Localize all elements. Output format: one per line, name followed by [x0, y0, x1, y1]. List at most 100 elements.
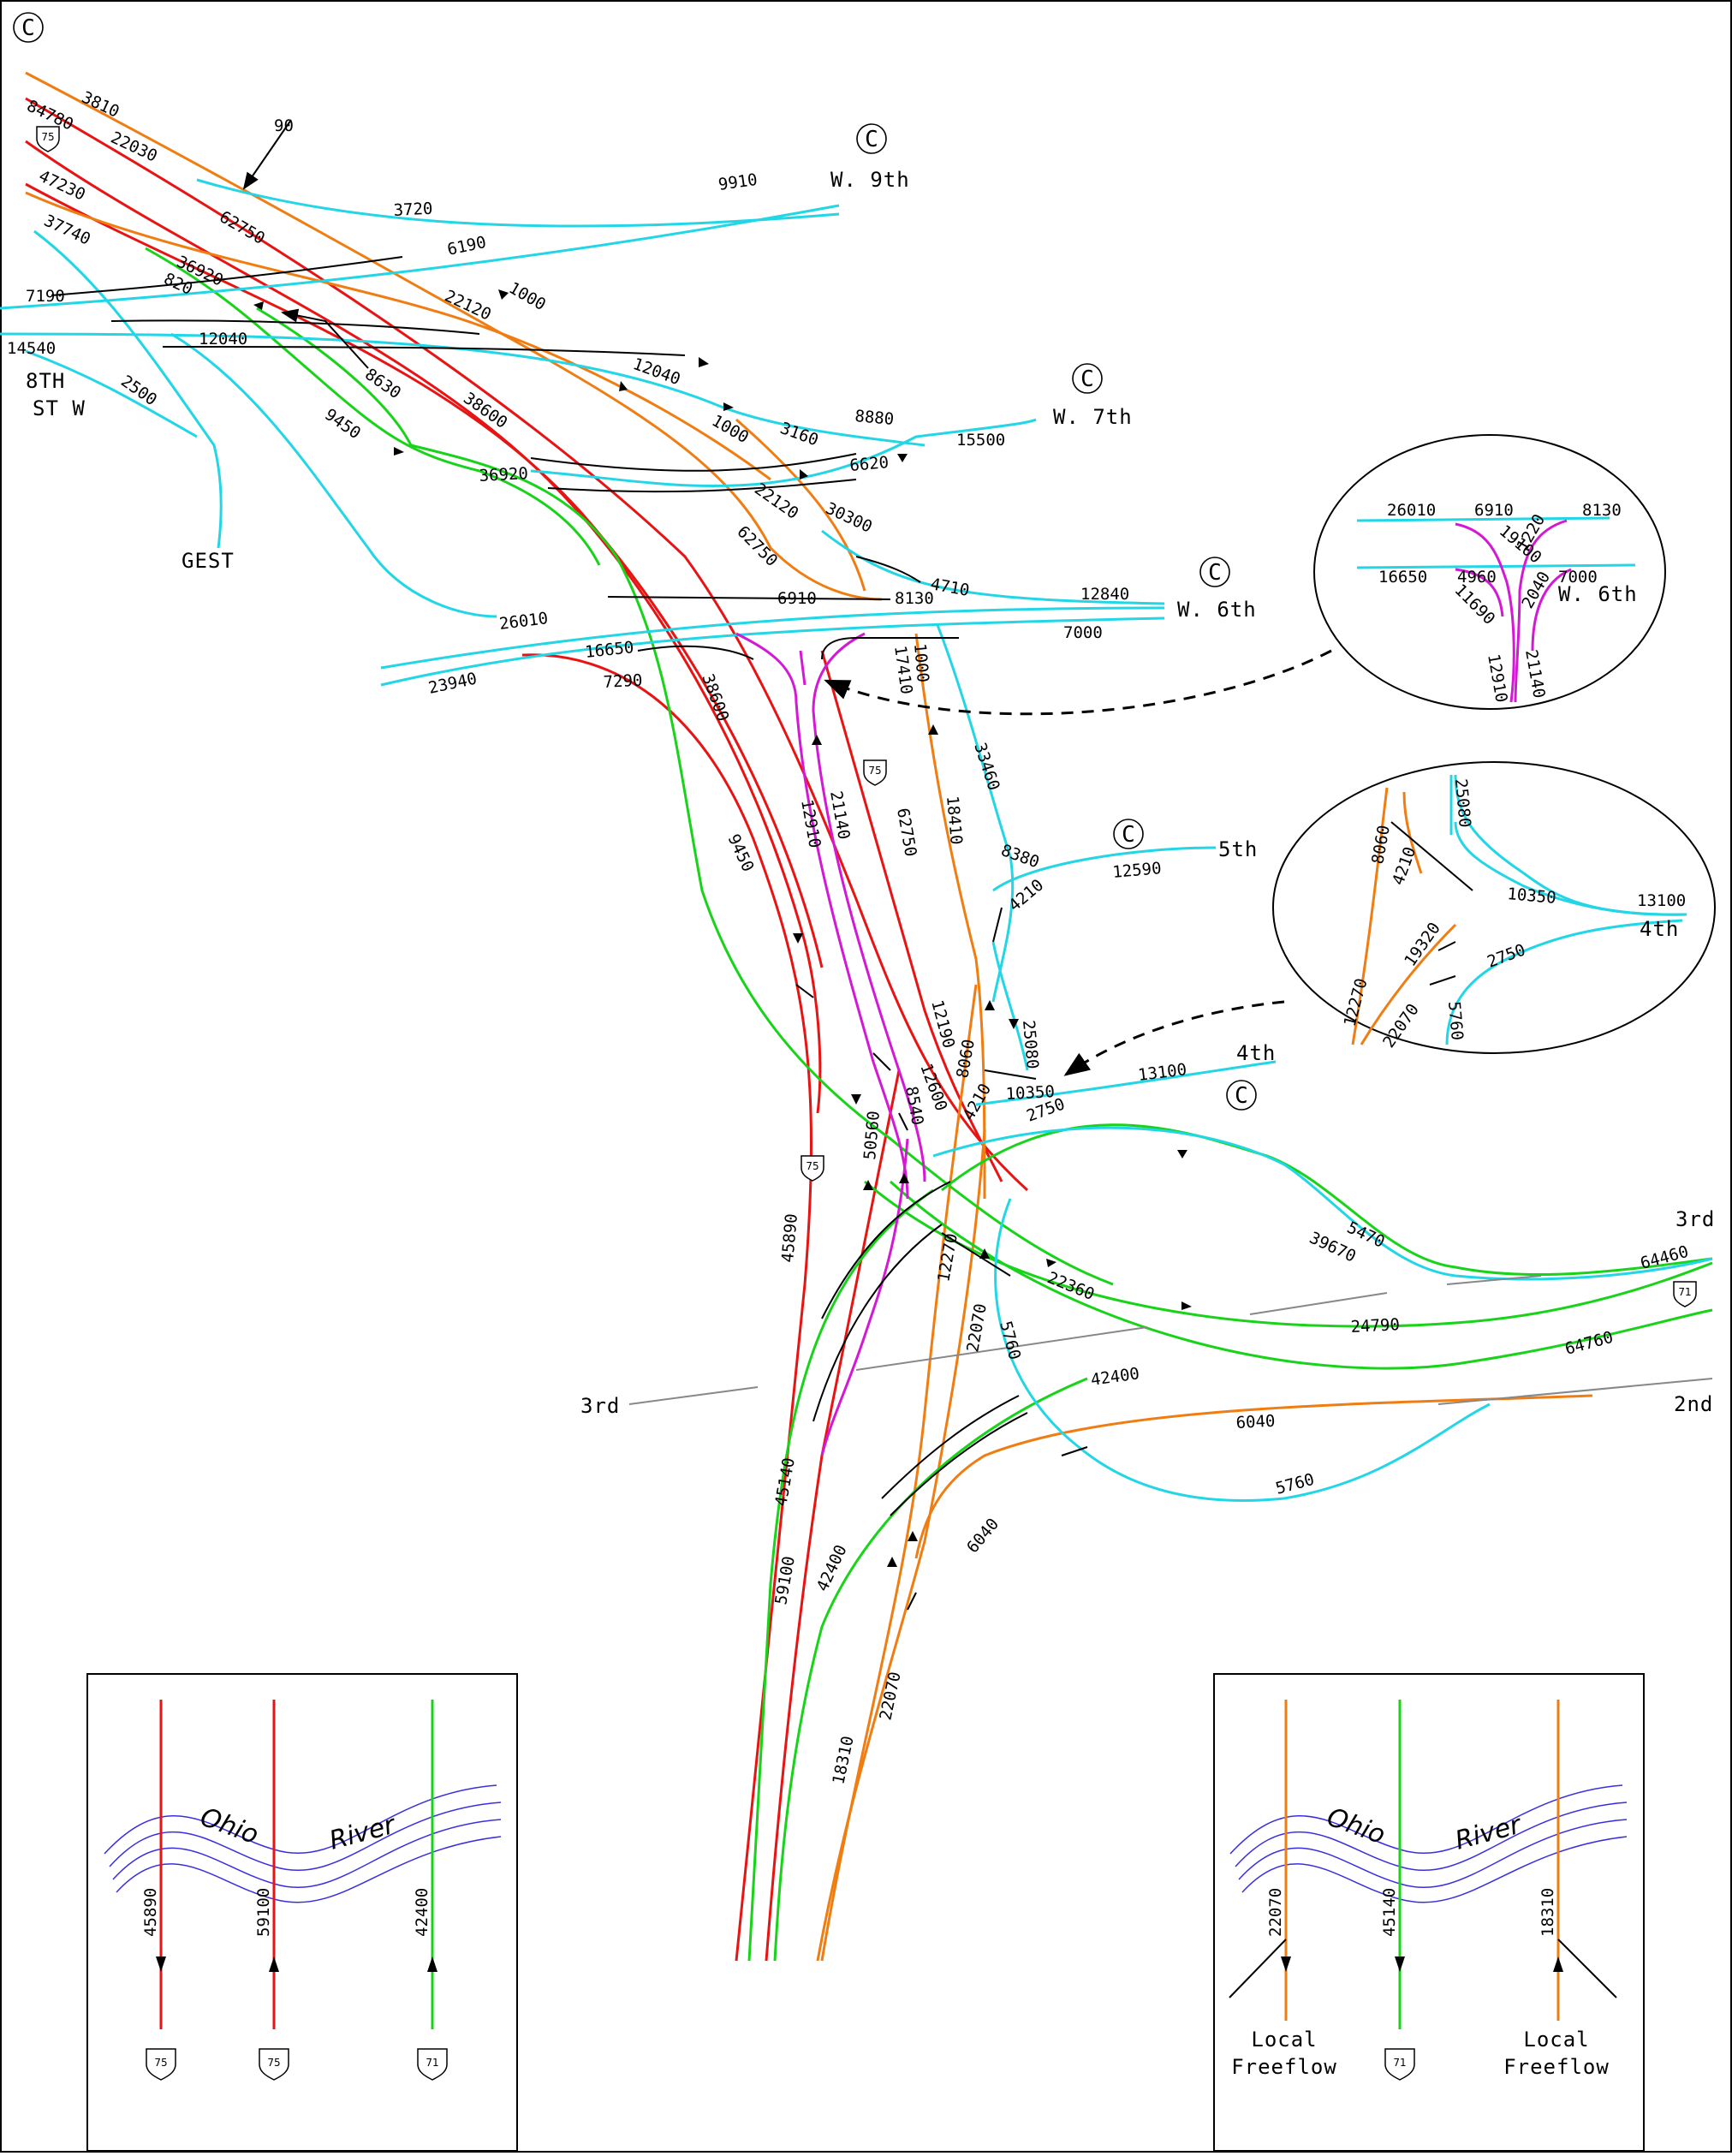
cross-street-lines	[628, 1275, 1713, 1405]
volume-label: 5760	[996, 1319, 1024, 1362]
volume-label: 22120	[442, 287, 494, 325]
volume-label: 50560	[860, 1111, 884, 1161]
orange-roads	[25, 71, 1593, 1962]
volume-label: 9910	[717, 170, 759, 194]
volume-label: 7290	[603, 671, 643, 692]
volume-label: 90	[274, 116, 294, 135]
orange-road	[735, 418, 866, 592]
flow-arrow	[1009, 1019, 1019, 1029]
svg-text:71: 71	[1678, 1286, 1691, 1298]
volume-label: 22070	[876, 1671, 904, 1723]
volume-label: 14540	[7, 339, 56, 358]
structure-line	[881, 1395, 1020, 1499]
i75-shield-icon: 75	[36, 126, 60, 152]
street-label-w9th: W. 9th	[830, 168, 910, 192]
cyan-road	[25, 349, 198, 438]
volume-label: 12040	[199, 330, 247, 348]
volume-label: 64760	[1563, 1328, 1616, 1359]
red-road	[820, 650, 1003, 1182]
legend-left-volume: 59100	[254, 1888, 273, 1937]
i75-shield-icon: 75	[801, 1155, 824, 1182]
volume-label: 18410	[943, 795, 966, 846]
i71-green-roads	[145, 247, 1713, 1962]
structure-line	[1061, 1446, 1088, 1456]
inset-4th-volume: 13100	[1637, 891, 1686, 910]
flow-arrow	[699, 357, 709, 367]
street-labels: W. 9th W. 7th W. 6th 5th 4th 3rd 3rd 2nd…	[26, 168, 1715, 1418]
legend-right-freeflow-left: Freeflow	[1231, 2055, 1337, 2079]
structure-line	[637, 645, 754, 660]
c-mark: C	[13, 12, 44, 43]
volume-label: 18310	[829, 1735, 857, 1787]
street-label-gest: GEST	[182, 549, 235, 573]
cyan-road	[196, 178, 840, 228]
volume-label: 8880	[854, 407, 896, 429]
orange-road	[820, 984, 978, 1962]
svg-text:75: 75	[868, 765, 881, 777]
volume-label: 3160	[777, 419, 821, 450]
inset-4th-volume: 25080	[1451, 778, 1474, 829]
surface-street-roads	[0, 178, 1713, 1502]
flow-arrow	[985, 1000, 995, 1010]
structure-lines	[51, 256, 1088, 1611]
c-mark: C	[1199, 557, 1230, 587]
green-road	[256, 307, 1114, 1286]
inset-w6th-volume: 8130	[1582, 501, 1622, 520]
flow-arrow	[887, 1557, 897, 1567]
volume-label: 6620	[849, 453, 890, 475]
cyan-road	[991, 941, 1029, 1071]
inset-4th: 25080 8060 4210 10350 13100 19320 2750 1…	[1272, 761, 1716, 1054]
volume-label: 62750	[733, 522, 781, 570]
volume-label: 7000	[1063, 623, 1103, 642]
volume-label: 13100	[1137, 1060, 1187, 1085]
green-road	[941, 1123, 1713, 1277]
third-west-line	[628, 1386, 759, 1405]
volume-label: 1000	[506, 278, 550, 314]
flow-arrow	[928, 724, 938, 735]
i71-shield-icon: 71	[417, 2048, 448, 2081]
gray-line	[1249, 1292, 1388, 1315]
inset-w6th: 26010 6910 8130 1220 19100 16650 4960 70…	[1313, 434, 1666, 710]
green-road	[864, 1180, 1713, 1328]
structure-line	[51, 256, 403, 296]
volume-label: 30300	[823, 499, 875, 537]
svg-text:75: 75	[41, 131, 54, 143]
street-label-5th: 5th	[1218, 837, 1258, 861]
fourth-road	[975, 1060, 1277, 1106]
i75-red-roads	[25, 97, 1029, 1962]
flow-arrow	[1181, 1301, 1192, 1310]
green-road	[889, 1180, 1713, 1370]
structure-line	[821, 637, 959, 660]
c-mark: C	[1113, 819, 1144, 849]
structure-line	[898, 1112, 908, 1131]
street-label-st-w: ST W	[33, 396, 86, 420]
volume-label: 45890	[778, 1213, 801, 1264]
orange-road	[914, 1394, 1593, 1559]
svg-text:C: C	[1080, 366, 1094, 392]
red-road	[25, 182, 824, 968]
green-road	[773, 1377, 1088, 1962]
leader-90	[242, 119, 292, 190]
flow-arrow	[851, 1094, 861, 1105]
callout-w6th	[824, 649, 1332, 716]
second-street-line	[1437, 1378, 1713, 1405]
volume-label: 16650	[584, 638, 634, 662]
volume-label: 12840	[1080, 585, 1129, 604]
volume-label: 10350	[1005, 1082, 1055, 1104]
i75-shield-icon: 75	[146, 2048, 176, 2081]
structure-line	[795, 984, 814, 998]
flow-arrow	[394, 447, 404, 456]
red-road	[765, 1069, 901, 1962]
structure-line	[547, 479, 857, 493]
volume-label: 1000	[910, 643, 932, 684]
flow-arrow	[979, 1248, 990, 1259]
volume-label: 12590	[1112, 859, 1163, 882]
volume-label: 6190	[445, 233, 487, 259]
street-label-3rd-east: 3rd	[1675, 1207, 1715, 1231]
orange-road	[914, 633, 986, 1200]
gray-line	[1446, 1275, 1542, 1285]
w9th-road	[0, 204, 840, 310]
structure-line	[855, 556, 921, 583]
street-label-2nd: 2nd	[1674, 1392, 1713, 1416]
structure-line	[812, 1224, 943, 1422]
